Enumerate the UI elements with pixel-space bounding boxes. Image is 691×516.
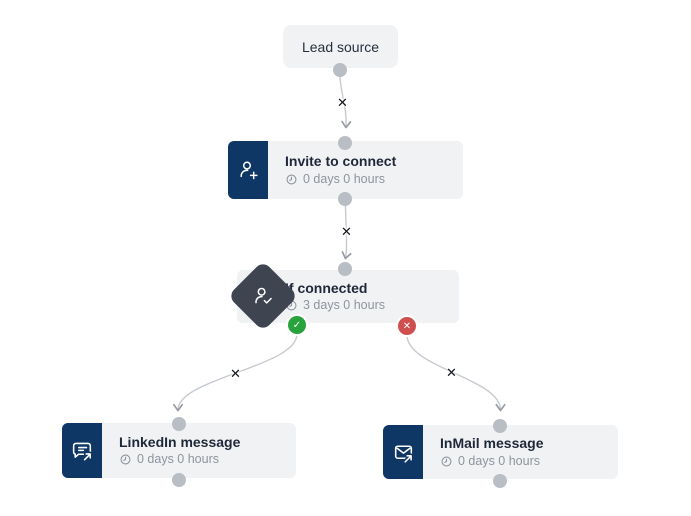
clock-icon — [441, 456, 452, 467]
node-lead-source[interactable]: Lead source — [283, 25, 398, 68]
connector-dot-bottom[interactable] — [172, 473, 186, 487]
connector-dot-bottom[interactable] — [333, 63, 347, 77]
connector-dot-top[interactable] — [338, 262, 352, 276]
envelope-send-icon — [383, 425, 423, 479]
connector-dot-top[interactable] — [172, 417, 186, 431]
node-delay: 0 days 0 hours — [440, 455, 544, 468]
connector-dot-bottom[interactable] — [493, 474, 507, 488]
x-icon: ✕ — [402, 320, 412, 332]
node-delay: 0 days 0 hours — [285, 173, 396, 186]
connector-dot-bottom[interactable] — [338, 192, 352, 206]
node-invite-to-connect[interactable]: Invite to connect 0 days 0 hours — [228, 141, 463, 199]
node-linkedin-message[interactable]: LinkedIn message 0 days 0 hours — [62, 423, 296, 478]
clock-icon — [120, 454, 131, 465]
node-title: Invite to connect — [285, 153, 397, 170]
node-inmail-message[interactable]: InMail message 0 days 0 hours — [383, 425, 618, 479]
user-check-icon — [227, 260, 299, 332]
branch-no-handle[interactable]: ✕ — [398, 317, 416, 335]
clock-icon — [286, 174, 297, 185]
node-title: If connected — [285, 279, 368, 296]
node-title: InMail message — [440, 435, 544, 452]
branch-yes-handle[interactable]: ✓ — [288, 316, 306, 334]
edge-delete-button[interactable]: ✕ — [446, 366, 457, 381]
node-delay: 0 days 0 hours — [119, 453, 240, 466]
user-plus-icon — [228, 141, 268, 199]
node-delay: 3 days 0 hours — [285, 299, 385, 312]
edge-delete-button[interactable]: ✕ — [337, 96, 348, 111]
edge-delete-button[interactable]: ✕ — [230, 367, 241, 382]
node-title: LinkedIn message — [119, 433, 241, 450]
node-title: Lead source — [301, 38, 380, 55]
connector-dot-top[interactable] — [493, 419, 507, 433]
connector-dot-top[interactable] — [338, 136, 352, 150]
chat-message-send-icon — [62, 423, 102, 478]
check-icon: ✓ — [292, 319, 302, 331]
edge-delete-button[interactable]: ✕ — [341, 225, 352, 240]
